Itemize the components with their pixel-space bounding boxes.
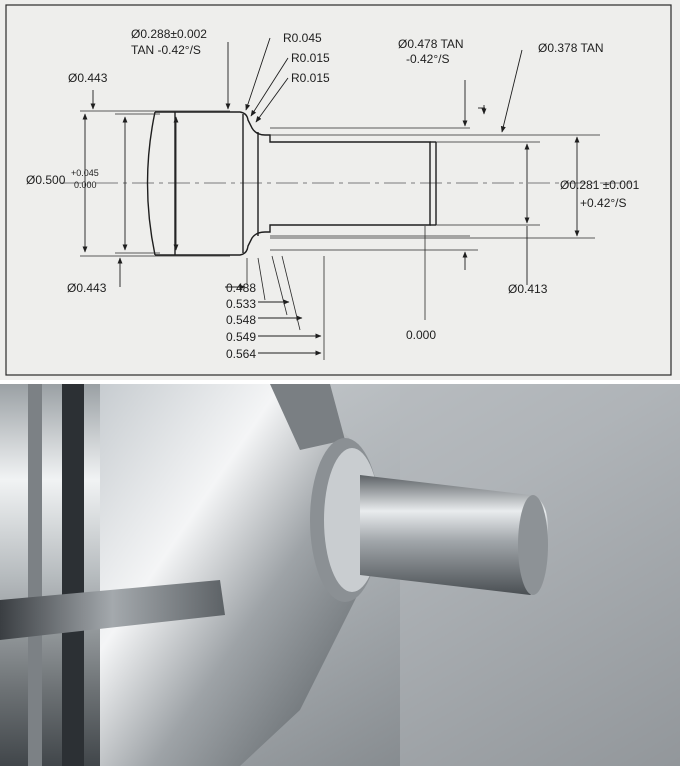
z-dim-0564: 0.564 <box>226 347 256 361</box>
label-dia-0378: Ø0.378 TAN <box>538 41 604 55</box>
chuck-groove <box>62 384 84 766</box>
z-dim-0548: 0.548 <box>226 313 256 327</box>
chuck-cone <box>100 384 360 766</box>
label-dia-0443-top: Ø0.443 <box>68 71 108 85</box>
drawing-labels: Ø0.288±0.002 TAN -0.42°/S R0.045 R0.015 … <box>26 27 640 361</box>
label-dia-0500: Ø0.500 <box>26 173 66 187</box>
z-dim-0549: 0.549 <box>226 330 256 344</box>
z-dim-0488: 0.488 <box>226 281 256 295</box>
label-dia-0443-bottom: Ø0.443 <box>67 281 107 295</box>
label-dia-0413: Ø0.413 <box>508 282 548 296</box>
label-r0015-b: R0.015 <box>291 71 330 85</box>
part-outline <box>146 111 437 256</box>
z-dim-0533: 0.533 <box>226 297 256 311</box>
label-dia-0288: Ø0.288±0.002 <box>131 27 207 41</box>
label-dia-0478: Ø0.478 TAN <box>398 37 464 51</box>
label-tol-plus: +0.045 <box>71 168 99 178</box>
label-dia-0281: Ø0.281 ±0.001 <box>560 178 640 192</box>
machined-part-photo <box>0 380 680 766</box>
label-tol-zero: 0.000 <box>74 180 97 190</box>
chuck-ring <box>28 384 42 766</box>
label-tan-042: TAN -0.42°/S <box>131 43 201 57</box>
label-z-0000: 0.000 <box>406 328 436 342</box>
chuck-jaw-upper <box>270 384 345 450</box>
label-plus-042: +0.42°/S <box>580 196 627 210</box>
paper-background <box>0 0 680 380</box>
extension-lines <box>80 110 600 360</box>
chuck-jaw-lower <box>0 580 225 640</box>
dimension-lines <box>82 37 580 356</box>
drawing-border <box>5 4 672 376</box>
photo-separator <box>0 380 680 384</box>
engineering-drawing: Ø0.288±0.002 TAN -0.42°/S R0.045 R0.015 … <box>0 0 680 380</box>
shaft-end-face <box>518 495 548 595</box>
part-shaft <box>360 475 548 595</box>
label-r0045: R0.045 <box>283 31 322 45</box>
label-tan-042-b: -0.42°/S <box>406 52 450 66</box>
label-r0015-a: R0.015 <box>291 51 330 65</box>
